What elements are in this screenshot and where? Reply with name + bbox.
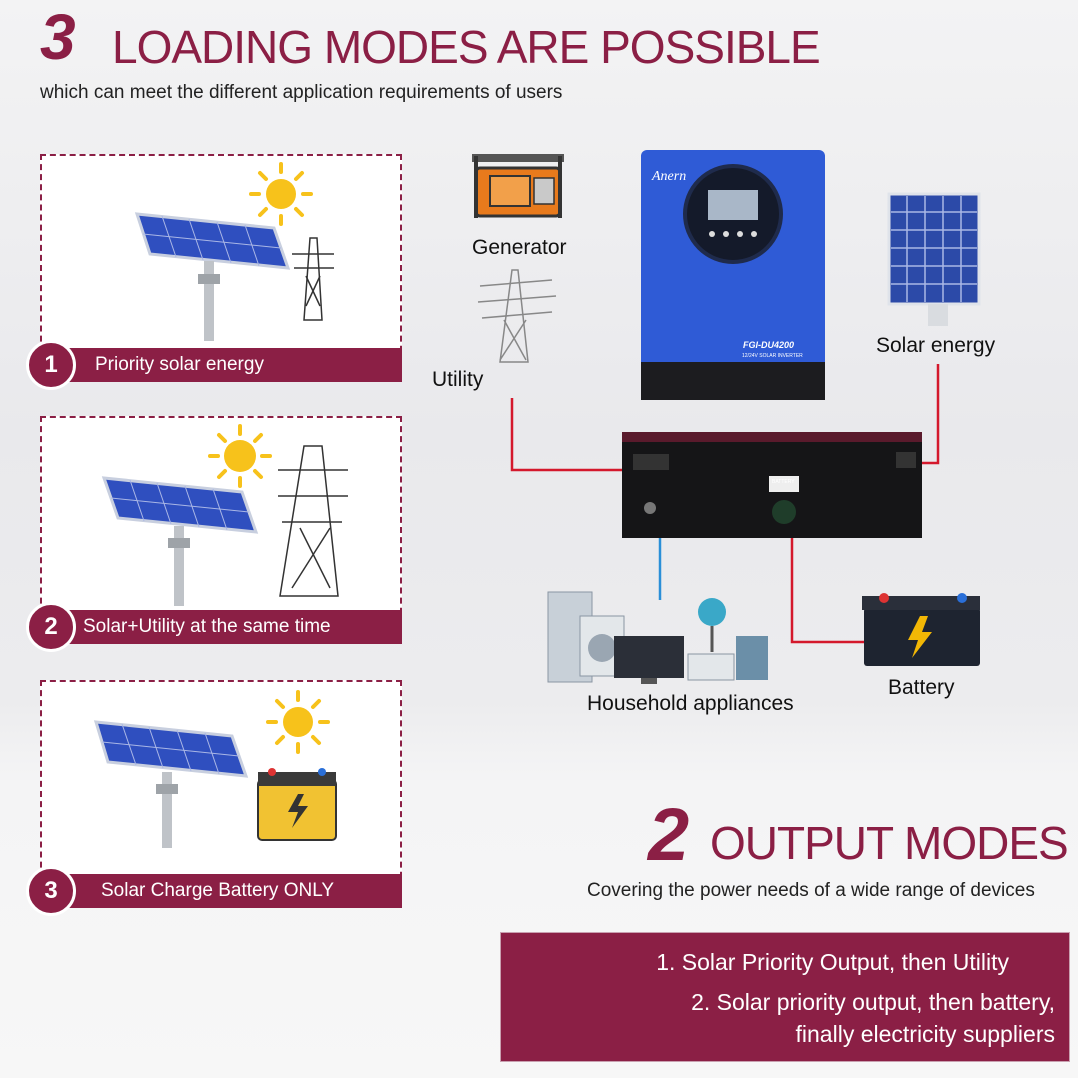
mode-label-3: Solar Charge Battery ONLY [101, 880, 335, 901]
solar-panel-icon [101, 476, 259, 606]
inverter-brand: Anern [651, 169, 686, 184]
page-subtitle: which can meet the different application… [40, 82, 563, 103]
title-number: 3 [40, 1, 76, 73]
output-subtitle: Covering the power needs of a wide range… [587, 880, 1035, 901]
solar-panel-tower-illustration [134, 162, 334, 341]
mode-label-2: Solar+Utility at the same time [83, 616, 331, 637]
mode-bar-1 [40, 348, 402, 382]
solar-utility-illustration [101, 424, 348, 606]
mode-number-3: 3 [26, 866, 76, 916]
output-line-3: finally electricity suppliers [795, 1021, 1055, 1047]
battery-label: Battery [888, 676, 955, 699]
solar-panel-icon [93, 720, 249, 848]
sun-icon [266, 690, 330, 754]
output-number: 2 [648, 793, 690, 876]
household-appliances-icon [547, 591, 768, 684]
inverter-sub: 12/24V SOLAR INVERTER [742, 353, 803, 359]
mode-bar-2 [40, 610, 402, 644]
output-line-2: 2. Solar priority output, then battery, [691, 989, 1055, 1015]
mode-number-1: 1 [26, 340, 76, 390]
battery-port-label: BATTERY [772, 479, 795, 485]
page-title: LOADING MODES ARE POSSIBLE [112, 21, 821, 73]
sun-icon [208, 424, 272, 488]
inverter-icon: Anern FGI-DU4200 12/24V SOLAR INVERTER [641, 150, 825, 400]
mode-card-2 [40, 416, 402, 644]
solar-panel-icon [887, 192, 981, 326]
output-title: OUTPUT MODES [710, 817, 1069, 869]
output-modes-box: 1. Solar Priority Output, then Utility 2… [500, 932, 1070, 1062]
household-appliances-label: Household appliances [587, 692, 794, 715]
mode-card-3 [40, 680, 402, 908]
solar-panel-icon [134, 212, 291, 341]
generator-icon [472, 154, 564, 218]
battery-icon [862, 593, 980, 666]
mode-label-1: Priority solar energy [95, 354, 264, 375]
power-tower-icon [292, 237, 334, 321]
solar-battery-illustration [93, 690, 337, 848]
utility-wire [510, 398, 638, 472]
power-tower-icon [278, 445, 348, 597]
mode-number-2: 2 [26, 602, 76, 652]
output-line-1: 1. Solar Priority Output, then Utility [656, 949, 1009, 975]
solar-energy-label: Solar energy [876, 334, 996, 357]
utility-label: Utility [432, 368, 484, 391]
generator-label: Generator [472, 236, 567, 259]
sun-icon [249, 162, 313, 226]
mode-bar-3 [40, 874, 402, 908]
controller-box-icon: BATTERY [622, 432, 922, 538]
battery-icon [257, 768, 337, 841]
utility-tower-icon [477, 269, 557, 363]
inverter-model: FGI-DU4200 [743, 340, 794, 350]
battery-wire [790, 520, 866, 644]
mode-card-1 [40, 154, 402, 382]
